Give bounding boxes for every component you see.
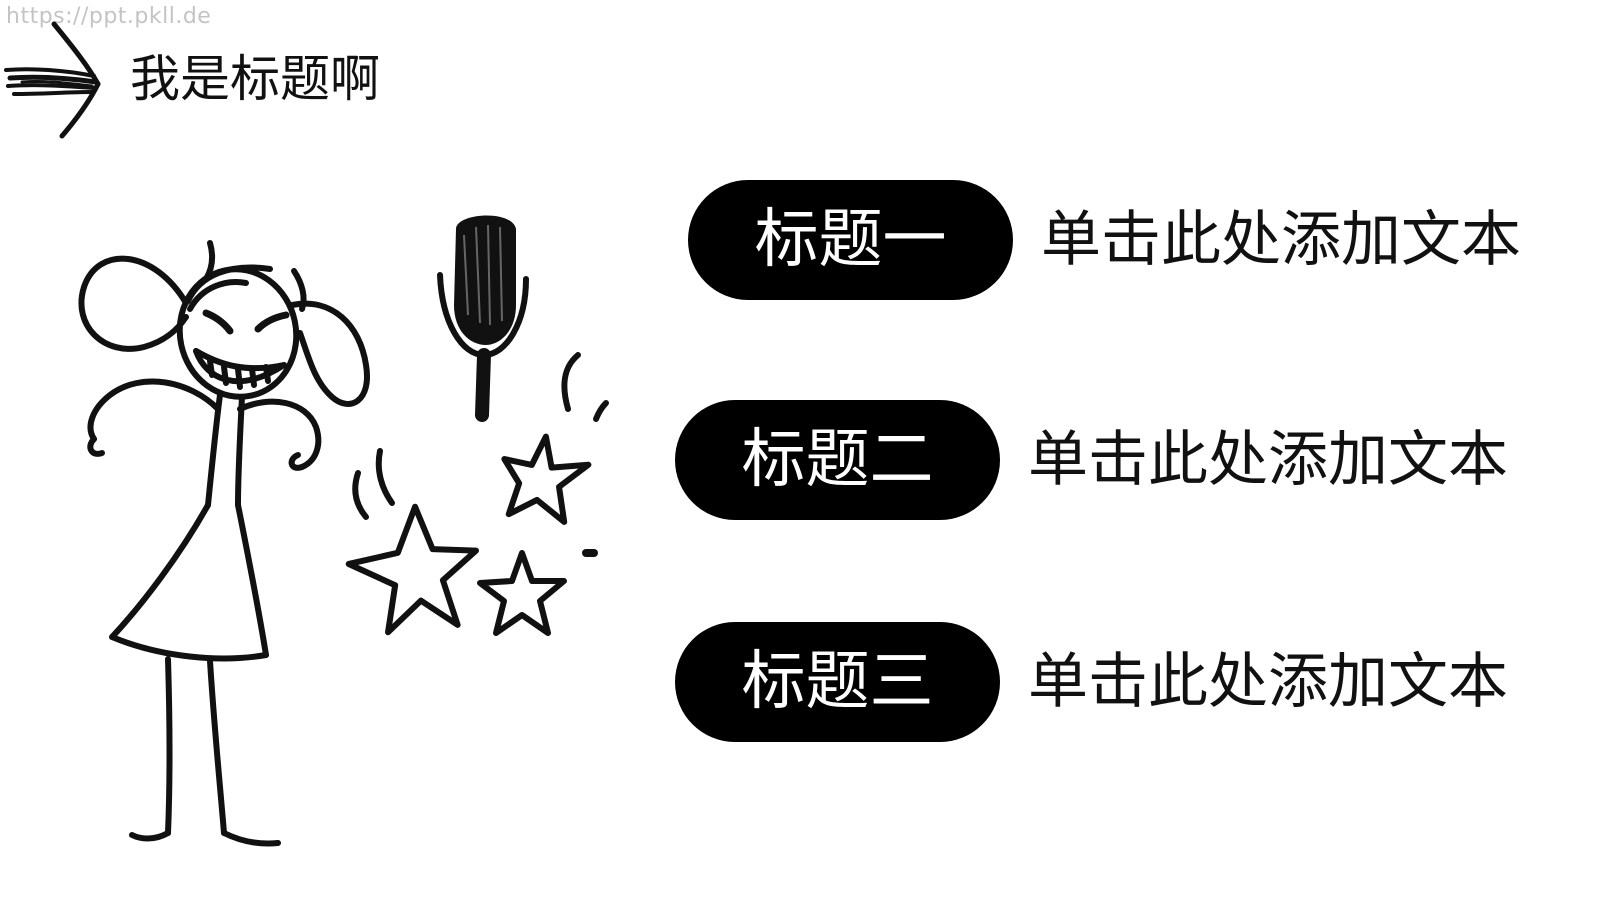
item-title-pill[interactable]: 标题二 xyxy=(675,400,1000,520)
arrow-icon xyxy=(4,21,101,139)
star-icon xyxy=(345,433,592,636)
item-title-pill[interactable]: 标题一 xyxy=(688,180,1013,300)
illustration xyxy=(78,215,609,847)
microphone-icon xyxy=(437,215,529,422)
watermark-text: https://ppt.pkll.de xyxy=(6,4,212,29)
item-text-placeholder[interactable]: 单击此处添加文本 xyxy=(1028,425,1508,495)
list-item: 标题二 单击此处添加文本 xyxy=(675,400,1508,520)
page-title: 我是标题啊 xyxy=(130,50,380,108)
list-item: 标题一 单击此处添加文本 xyxy=(688,180,1521,300)
list-item: 标题三 单击此处添加文本 xyxy=(675,622,1508,742)
item-text-placeholder[interactable]: 单击此处添加文本 xyxy=(1028,647,1508,717)
item-text-placeholder[interactable]: 单击此处添加文本 xyxy=(1041,205,1521,275)
girl-icon xyxy=(78,240,370,847)
item-title-pill[interactable]: 标题三 xyxy=(675,622,1000,742)
